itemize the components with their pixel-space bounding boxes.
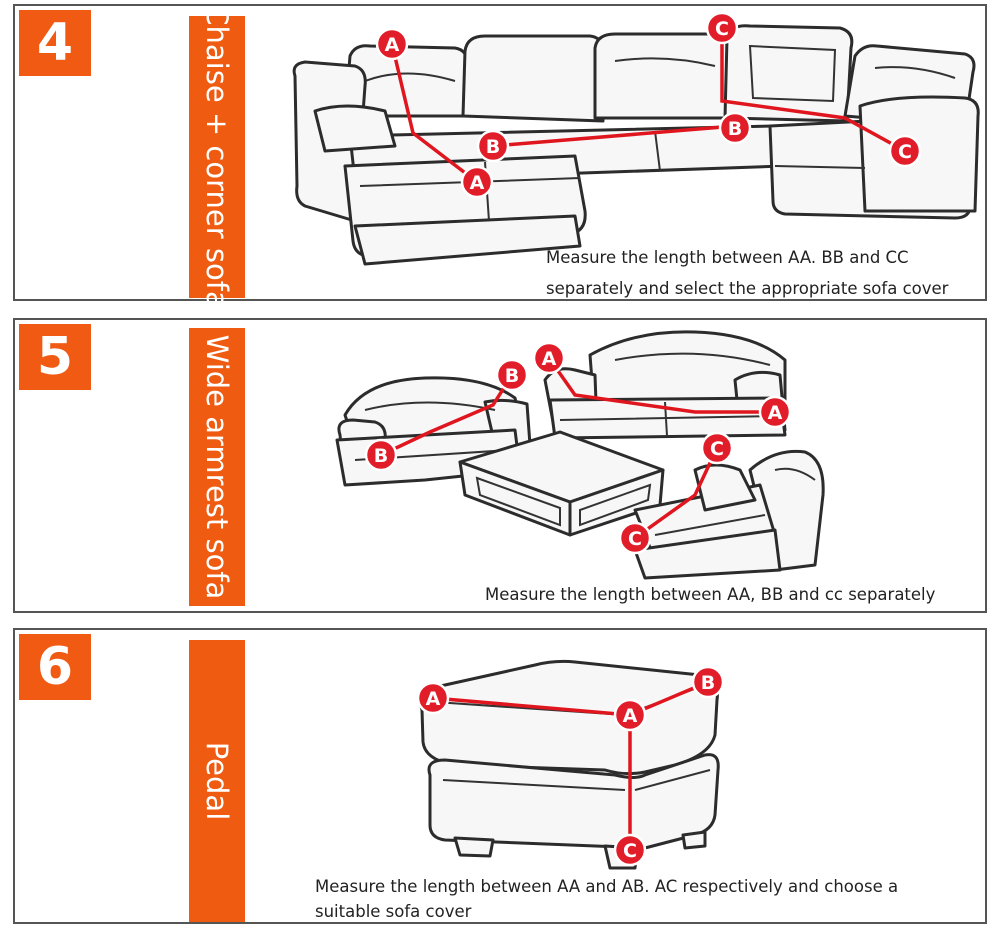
marker-a-right: A <box>758 395 792 429</box>
marker-b-left: B <box>476 129 510 163</box>
chaise-corner-sofa-illustration: A A B B C C <box>292 11 980 266</box>
step-number-badge: 6 <box>19 634 91 700</box>
marker-c-right: C <box>888 134 922 168</box>
marker-b-right: B <box>718 111 752 145</box>
panel-wide-armrest-sofa: 5 Wide armrest sofa A A B B <box>13 318 987 613</box>
step-number-badge: 4 <box>19 10 91 76</box>
sofa-type-label-bar: Wide armrest sofa <box>189 328 245 606</box>
sofa-type-label-bar: Chaise + corner sofa <box>189 5 245 309</box>
caption-line-1: Measure the length between AA, BB and cc… <box>485 585 936 604</box>
svg-text:C: C <box>628 528 642 550</box>
svg-text:A: A <box>623 705 638 727</box>
caption-line-2: separately and select the appropriate so… <box>546 279 949 298</box>
svg-text:B: B <box>701 672 715 694</box>
wide-armrest-sofa-illustration: A A B B C C <box>335 330 825 580</box>
svg-text:B: B <box>374 445 388 467</box>
caption-line-1: Measure the length between AA and AB. AC… <box>315 877 899 896</box>
svg-text:B: B <box>728 118 742 140</box>
step-number-badge: 5 <box>19 324 91 390</box>
svg-text:C: C <box>898 141 912 163</box>
caption-line-1: Measure the length between AA. BB and CC <box>546 248 909 267</box>
marker-c: C <box>613 833 647 867</box>
svg-text:A: A <box>470 172 485 194</box>
svg-text:A: A <box>542 348 557 370</box>
svg-text:A: A <box>385 34 400 56</box>
panel-chaise-corner-sofa: 4 Chaise + corner sofa A A B B C C <box>13 4 987 309</box>
caption-line-2: suitable sofa cover <box>315 902 472 921</box>
marker-c-top: C <box>705 11 739 45</box>
marker-a-center: A <box>613 698 647 732</box>
svg-text:C: C <box>623 840 637 862</box>
marker-a-left: A <box>416 681 450 715</box>
marker-b: B <box>691 665 725 699</box>
marker-a-top: A <box>375 27 409 61</box>
marker-b-bottom: B <box>364 438 398 472</box>
pedal-ottoman-illustration: A A B C <box>416 659 725 870</box>
marker-a-left: A <box>532 341 566 375</box>
sofa-type-label-bar: Pedal <box>189 640 245 922</box>
svg-text:C: C <box>710 438 724 460</box>
marker-a-bottom: A <box>460 165 494 199</box>
svg-text:A: A <box>426 688 441 710</box>
svg-text:B: B <box>486 136 500 158</box>
svg-text:A: A <box>768 402 783 424</box>
panel-pedal: 6 Pedal A A B C Measure the length betwe… <box>13 628 987 924</box>
marker-c-bottom: C <box>618 521 652 555</box>
marker-c-top: C <box>700 431 734 465</box>
svg-text:C: C <box>715 18 729 40</box>
marker-b-top: B <box>495 358 529 392</box>
svg-text:B: B <box>505 365 519 387</box>
